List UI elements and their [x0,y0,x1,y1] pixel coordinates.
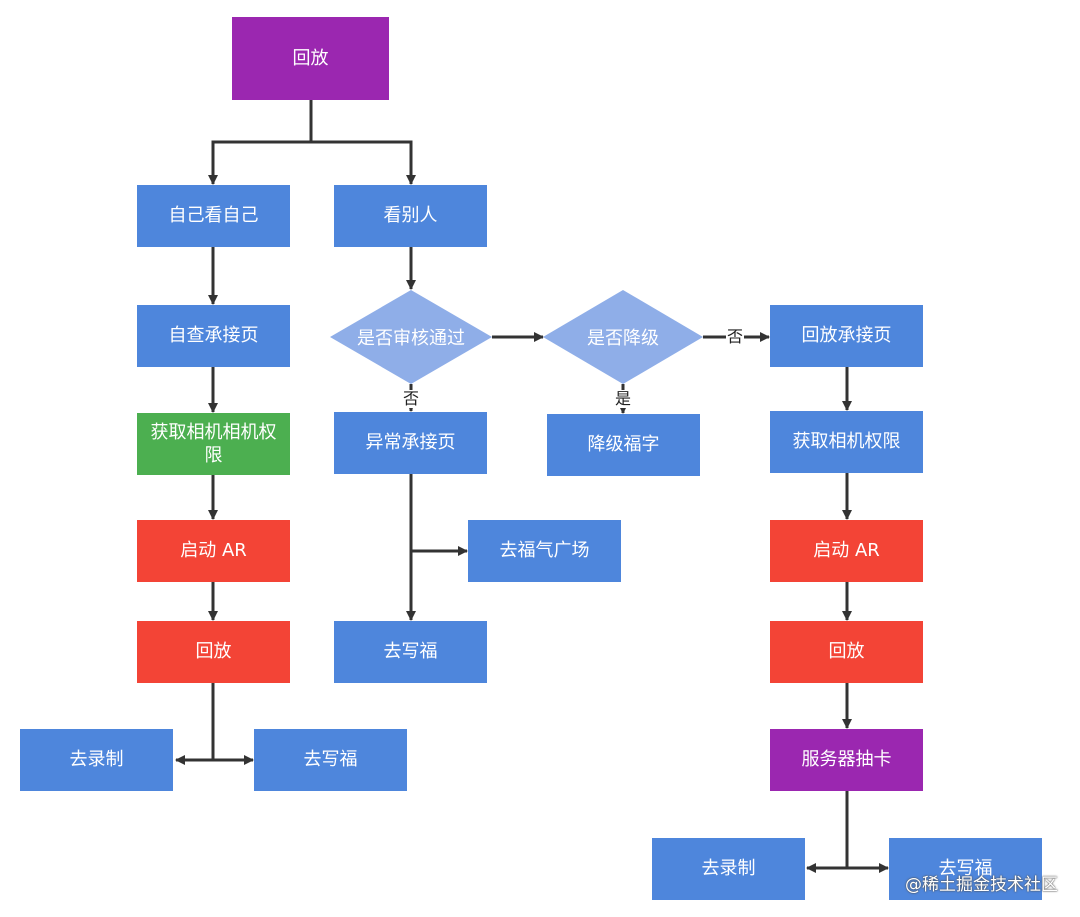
node-abnormal-page: 异常承接页 [334,412,487,474]
node-go-write-mid: 去写福 [334,621,487,683]
node-server-draw: 服务器抽卡 [770,729,923,791]
edge-replay-to-self [208,100,313,185]
node-go-fu-square: 去福气广场 [468,520,621,582]
node-replay-right: 回放 [770,621,923,683]
decision-audit-passed [330,290,492,384]
decision-audit-passed-label: 是否审核通过 [357,328,465,349]
watermark: @稀土掘金技术社区 [905,875,1058,895]
node-go-write-left: 去写福 [254,729,407,791]
node-self-view: 自己看自己 [137,185,290,247]
node-go-write-right: 去写福 [889,838,1042,900]
node-get-camera-perm-right: 获取相机权限 [770,411,923,473]
edge-replay-to-others [311,140,416,185]
node-go-record-left: 去录制 [20,729,173,791]
edge-replay-to-record [175,683,215,765]
edge-label-downgrade-no: 否 [726,327,745,346]
edge-server-to-record [806,791,849,873]
decision-is-downgrade [543,290,703,384]
node-get-camera-perm-left: 获取相机相机权限 [137,413,290,475]
node-replay-top: 回放 [232,17,389,100]
node-go-record-right: 去录制 [652,838,805,900]
edge-abnormal-to-square [409,474,468,556]
edge-label-audit-no: 否 [402,389,421,408]
edge-label-downgrade-yes: 是 [614,389,633,408]
node-start-ar-left: 启动 AR [137,520,290,582]
node-view-others: 看别人 [334,185,487,247]
node-start-ar-right: 启动 AR [770,520,923,582]
node-replay-page: 回放承接页 [770,305,923,367]
node-downgrade-fu: 降级福字 [547,414,700,476]
decision-is-downgrade-label: 是否降级 [587,328,659,349]
node-self-check-page: 自查承接页 [137,305,290,367]
node-replay-left: 回放 [137,621,290,683]
